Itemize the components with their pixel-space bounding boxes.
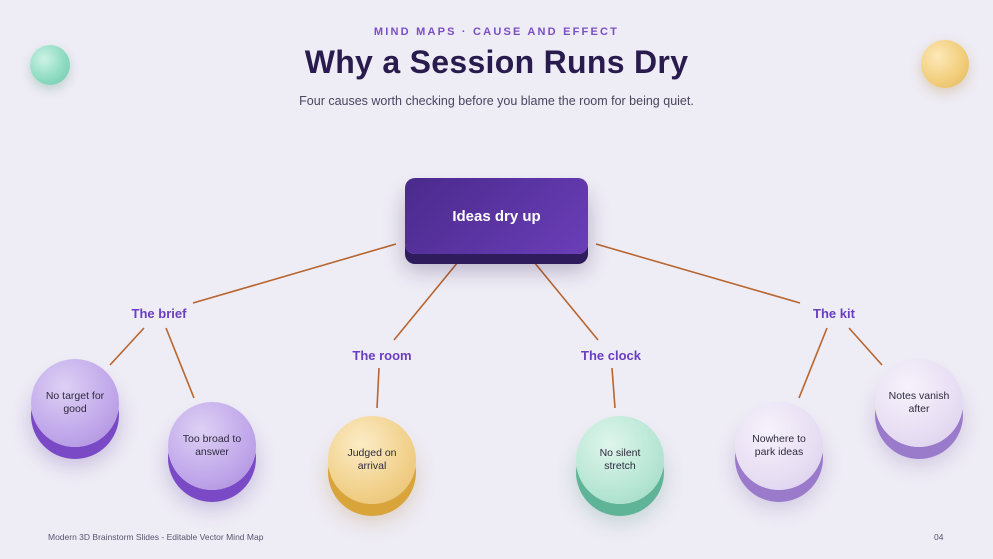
leaf-node: Nowhere to park ideas [735,402,823,490]
leaf-node: No silent stretch [576,416,664,504]
branch-label-room: The room [352,348,412,363]
page-title: Why a Session Runs Dry [304,44,689,80]
kicker: MIND MAPS · CAUSE AND EFFECT [373,26,620,38]
branch-label-clock: The clock [581,348,641,363]
leaf-label: No silent stretch [599,447,641,472]
decorative-orb-mint [30,45,70,85]
connector-center-room [393,261,459,341]
leaf-label: Notes vanish after [888,390,950,415]
leaf-label: Judged on arrival [347,447,397,472]
leaf-node: Judged on arrival [328,416,416,504]
branch-label-brief: The brief [131,306,187,321]
connector-brief-leaf1 [109,327,145,366]
page-number: 04 [934,532,944,542]
leaf-node: Notes vanish after [875,359,963,447]
leaf-node: No target for good [31,359,119,447]
connector-kit-leaf2 [848,327,883,366]
leaf-label: Too broad to answer [182,433,242,458]
footer-caption: Modern 3D Brainstorm Slides - Editable V… [48,532,264,542]
leaf-label: No target for good [45,390,105,415]
connector-center-brief [192,243,397,304]
subtitle: Four causes worth checking before you bl… [299,94,694,108]
leaf-node: Too broad to answer [168,402,256,490]
central-node: Ideas dry up [405,178,588,254]
connector-brief-leaf2 [165,327,195,399]
decorative-orb-gold [921,40,969,88]
connector-center-clock [533,261,599,341]
connector-center-kit [595,243,801,304]
leaf-label: Nowhere to park ideas [752,433,806,458]
branch-label-kit: The kit [813,306,855,321]
connector-kit-leaf1 [798,327,828,399]
connector-room-leaf1 [376,367,380,409]
connector-clock-leaf1 [611,367,616,409]
